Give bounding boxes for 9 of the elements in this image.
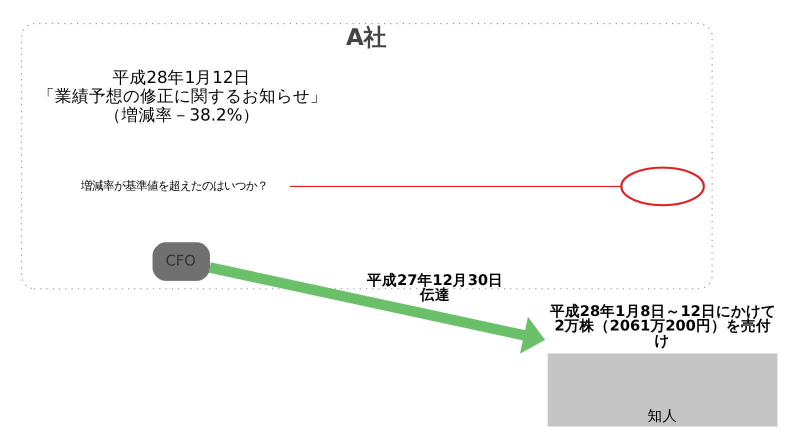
node-box: 知人 [547, 353, 777, 427]
arrow [208, 262, 544, 354]
node-label: 平成28年1月8日～12日にかけて2万株（2061万200円）を売付け [549, 303, 776, 350]
connector [289, 186, 621, 187]
edge-label: 平成27年12月30日伝達 [366, 272, 503, 304]
node-text: 平成28年1月12日 「業績予想の修正に関するお知らせ」 （増減率－38.2%） [38, 66, 327, 124]
node-circle [620, 166, 704, 206]
node-text: 増減率が基準値を超えたのはいつか？ [80, 178, 268, 192]
node-box: CFO [152, 242, 210, 281]
